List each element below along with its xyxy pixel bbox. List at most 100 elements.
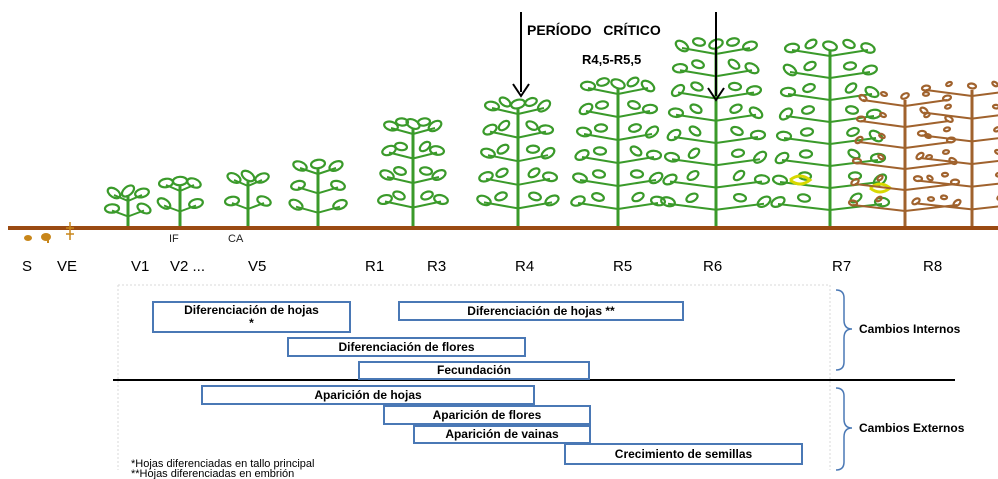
plant-leaf	[916, 129, 928, 137]
plant-leaf	[223, 195, 241, 207]
internal-box-leaf-diff-main: Diferenciación de hojas *	[152, 301, 351, 333]
plant-branch	[247, 179, 263, 187]
plant-leaf	[528, 191, 542, 202]
plant-leaf	[921, 91, 931, 97]
plant-leaf	[541, 171, 559, 183]
plant-leaf	[572, 172, 588, 184]
plant-leaf	[525, 144, 541, 154]
plant-branch	[921, 134, 973, 143]
plant-leaf	[991, 80, 998, 88]
plant-branch	[971, 159, 998, 165]
plant-leaf	[775, 130, 793, 142]
plant-leaf	[911, 197, 921, 206]
plant-leaf	[844, 105, 860, 115]
plant-leaf	[994, 171, 998, 178]
seed-icon	[24, 235, 32, 241]
plant-leaf	[915, 151, 925, 161]
plant-leaf	[663, 151, 681, 163]
plant-leaf	[744, 62, 760, 75]
plant-leaf	[688, 125, 702, 137]
plant-leaf	[847, 199, 859, 207]
plant-branch	[317, 205, 341, 214]
plant-leaf	[575, 126, 593, 138]
plant-branch	[179, 204, 197, 213]
brace-external	[835, 387, 853, 471]
plant-leaf	[292, 160, 308, 172]
plant-branch	[617, 202, 659, 210]
plant-leaf	[782, 63, 798, 77]
plant-leaf	[994, 148, 998, 156]
plant-leaf	[727, 81, 743, 92]
plant-leaf	[288, 198, 304, 211]
plant-leaf	[732, 192, 748, 203]
plant-leaf	[418, 166, 434, 176]
plant-branch	[113, 194, 129, 202]
plant-leaf	[379, 169, 395, 181]
plant-leaf	[855, 115, 867, 123]
plant-leaf	[377, 193, 393, 206]
plant-leaf	[627, 100, 641, 110]
plant-leaf	[383, 120, 399, 132]
plant-leaf	[594, 100, 610, 110]
plant-leaf	[476, 194, 492, 207]
plant-branch	[386, 176, 414, 184]
plant-leaf	[254, 172, 270, 184]
plant-leaf	[732, 169, 746, 182]
plant-branch	[412, 176, 440, 184]
plant-leaf	[858, 93, 868, 103]
seed-icon	[41, 233, 51, 241]
stage-label-r6: R6	[703, 258, 723, 275]
plant-leaf	[392, 190, 406, 201]
plant-leaf	[662, 173, 678, 186]
plant-leaf	[540, 146, 556, 160]
plant-leaf	[670, 83, 686, 98]
external-changes-label: Cambios Externos	[859, 421, 965, 435]
plant-leaf	[478, 171, 494, 183]
plant-leaf	[796, 193, 812, 203]
emergence-seedling-icon	[66, 222, 74, 240]
plant-branch	[971, 114, 998, 120]
stage-label-r8: R8	[923, 258, 943, 275]
plant-leaf	[544, 194, 560, 207]
plant-branch	[163, 204, 181, 213]
plant-leaf	[674, 39, 690, 53]
stage-label-r3: R3	[427, 258, 447, 275]
internal-box-leaf-diff-embryo: Diferenciación de hojas **	[398, 301, 684, 321]
plant-leaf	[851, 157, 863, 165]
stage-label-r4: R4	[515, 258, 535, 275]
plant-branch	[581, 156, 619, 164]
plant-leaf	[952, 198, 962, 208]
external-box-pod-appearance: Aparición de vainas	[413, 425, 591, 444]
plant-branch	[485, 177, 519, 186]
plant-branch	[295, 205, 319, 214]
plant-leaf	[103, 203, 121, 214]
plant-leaf	[648, 171, 664, 185]
plant-leaf	[226, 171, 242, 185]
plant-leaf	[628, 123, 642, 133]
plant-leaf	[644, 125, 660, 139]
plant-leaf	[629, 169, 645, 179]
plant-leaf	[729, 103, 743, 115]
plant-branch	[233, 179, 249, 187]
plant-branch	[715, 202, 765, 211]
plant-leaf	[332, 198, 348, 211]
plant-branch	[862, 99, 906, 107]
plant-leaf	[727, 58, 741, 70]
plant-leaf	[842, 61, 858, 71]
plant-leaf	[742, 40, 758, 52]
stage-label-s: S	[22, 258, 33, 275]
plant-branch	[971, 182, 998, 188]
plant-leaf	[869, 152, 887, 164]
plant-leaf	[480, 147, 496, 159]
ground-label-ca: CA	[228, 233, 244, 245]
plant-leaf	[799, 127, 815, 137]
plant-leaf	[570, 195, 586, 207]
plant-branch	[904, 99, 948, 107]
plant-branch	[971, 91, 998, 97]
arrow-r4-head	[512, 83, 530, 98]
plant-branch	[971, 137, 998, 143]
plant-branch	[412, 127, 436, 135]
plant-leaf	[610, 78, 626, 90]
plant-leaf	[431, 168, 447, 182]
